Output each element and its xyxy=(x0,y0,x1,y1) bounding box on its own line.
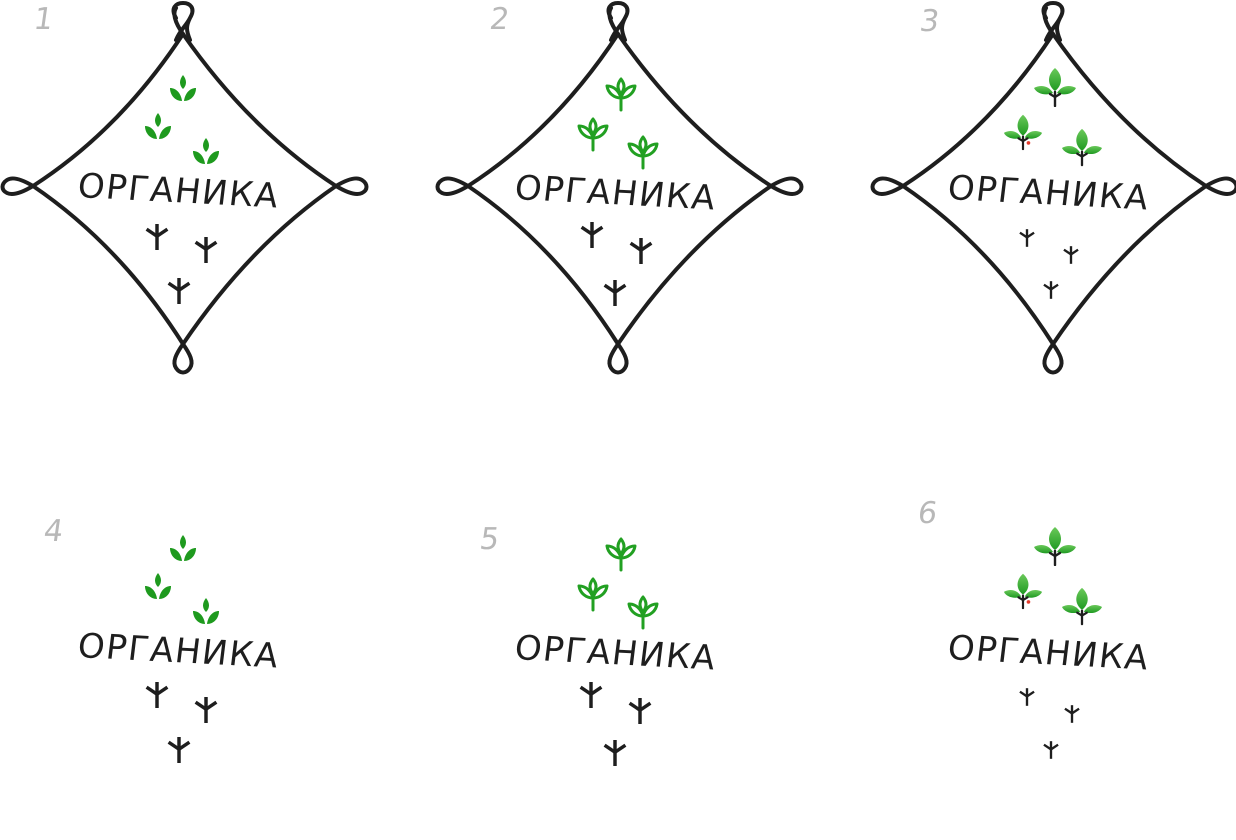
logo-variant-2: 2 ОРГАНИКА xyxy=(435,0,805,380)
footprint-icon xyxy=(144,222,170,252)
footprint-icon xyxy=(627,696,653,726)
footprint-icon xyxy=(578,680,604,710)
variant-number: 4 xyxy=(41,514,66,549)
footprint-icon xyxy=(628,236,654,266)
leafy-sprout-icon xyxy=(1061,586,1103,626)
footprint-icon xyxy=(1018,228,1036,248)
sprout-icon xyxy=(191,596,221,626)
sprout-icon xyxy=(168,533,198,563)
leafy-sprout-icon xyxy=(1033,67,1077,107)
logo-variant-4: 4 ОРГАНИКА xyxy=(0,460,370,840)
sprout-outline-icon xyxy=(604,536,638,572)
leafy-sprout-berry-icon xyxy=(1003,572,1043,610)
sprout-icon xyxy=(168,73,198,103)
sprout-icon xyxy=(143,111,173,141)
variant-number: 5 xyxy=(477,522,502,557)
sprout-icon xyxy=(191,136,221,166)
footprint-icon xyxy=(602,738,628,768)
wordmark: ОРГАНИКА xyxy=(512,628,719,679)
footprint-icon xyxy=(1042,280,1060,300)
logo-variant-3: 3 ОРГАНИКА xyxy=(870,0,1236,380)
footprint-icon xyxy=(144,680,170,710)
variant-number: 6 xyxy=(915,496,940,531)
sprout-outline-icon xyxy=(626,594,660,630)
logo-variant-1: 1 ОРГАНИКА xyxy=(0,0,370,380)
footprint-icon xyxy=(1018,687,1036,707)
footprint-icon xyxy=(1042,740,1060,760)
sprout-outline-icon xyxy=(626,134,660,170)
sprout-outline-icon xyxy=(576,116,610,152)
footprint-icon xyxy=(193,695,219,725)
footprint-icon xyxy=(1063,704,1081,724)
wordmark: ОРГАНИКА xyxy=(945,628,1152,679)
logo-variant-5: 5 ОРГАНИКА xyxy=(435,460,805,840)
sprout-icon xyxy=(143,571,173,601)
footprint-icon xyxy=(1062,245,1080,265)
wordmark: ОРГАНИКА xyxy=(75,626,282,677)
leafy-sprout-icon xyxy=(1061,127,1103,167)
sprout-outline-icon xyxy=(576,576,610,612)
logo-variant-6: 6 ОРГАНИКА xyxy=(870,460,1236,840)
footprint-icon xyxy=(602,278,628,308)
footprint-icon xyxy=(166,276,192,306)
footprint-icon xyxy=(193,235,219,265)
footprint-icon xyxy=(579,220,605,250)
leafy-sprout-icon xyxy=(1033,526,1077,566)
sprout-outline-icon xyxy=(604,76,638,112)
leafy-sprout-berry-icon xyxy=(1003,113,1043,151)
footprint-icon xyxy=(166,735,192,765)
